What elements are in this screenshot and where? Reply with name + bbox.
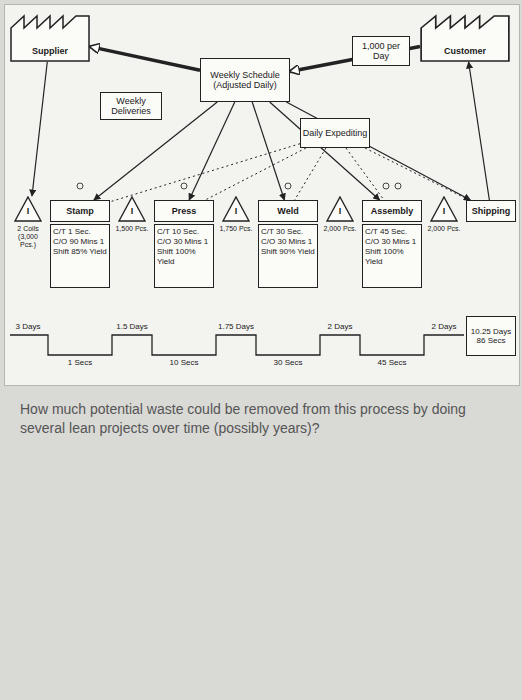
question-text: How much potential waste could be remove… xyxy=(20,400,500,438)
data-box: C/T 10 Sec. C/O 30 Mins 1 Shift 100% Yie… xyxy=(154,224,214,288)
total-box: 10.25 Days86 Secs xyxy=(466,316,516,356)
process-box: Press xyxy=(154,200,214,222)
customer-factory: Customer xyxy=(420,14,510,62)
inventory-triangle: I 1,750 Pcs. xyxy=(218,196,254,266)
connector xyxy=(205,148,306,200)
data-box: C/T 45 Sec. C/O 30 Mins 1 Shift 100% Yie… xyxy=(362,224,422,288)
process-box: Weld xyxy=(258,200,318,222)
node-text: 2,000 Pcs. xyxy=(322,225,358,233)
connector xyxy=(365,148,469,200)
timeline-label: 1.75 Days xyxy=(218,322,254,331)
expediting-box: Daily Expediting xyxy=(300,118,370,148)
connector xyxy=(189,102,235,200)
timeline-label: 2 Days xyxy=(328,322,353,331)
node-text: I xyxy=(322,207,358,215)
node-text: Weekly Schedule (Adjusted Daily) xyxy=(201,70,289,90)
node-text: Weld xyxy=(277,206,298,216)
node-text: I xyxy=(114,207,150,215)
node-text: 1,750 Pcs. xyxy=(218,225,254,233)
timeline-label: 1.5 Days xyxy=(116,322,148,331)
schedule-box: Weekly Schedule (Adjusted Daily) xyxy=(200,58,290,102)
delivery-box: Weekly Deliveries xyxy=(100,92,162,120)
node-text: Assembly xyxy=(371,206,414,216)
timeline-label: 30 Secs xyxy=(274,358,303,367)
inventory-triangle: I 1,500 Pcs. xyxy=(114,196,150,266)
operator-icons xyxy=(77,183,401,189)
data-box: C/T 30 Sec. C/O 30 Mins 1 Shift 90% Yiel… xyxy=(258,224,318,288)
timeline-label: 3 Days xyxy=(16,322,41,331)
node-text: 2,000 Pcs. xyxy=(426,225,462,233)
connector xyxy=(252,102,284,200)
process-box: Stamp xyxy=(50,200,110,222)
connector xyxy=(270,102,380,200)
data-box: C/T 1 Sec. C/O 90 Mins 1 Shift 85% Yield xyxy=(50,224,110,288)
node-text: Supplier xyxy=(10,46,90,56)
supplier-factory: Supplier xyxy=(10,14,90,62)
connector xyxy=(90,47,200,71)
node-text: Press xyxy=(172,206,197,216)
node-text: Weekly Deliveries xyxy=(101,96,161,116)
connector xyxy=(32,62,47,196)
node-text: 86 Secs xyxy=(477,336,506,345)
node-text: Stamp xyxy=(66,206,94,216)
demand-box: 1,000 per Day xyxy=(352,36,410,66)
node-text: I xyxy=(10,207,46,215)
node-text: I xyxy=(426,207,462,215)
inventory-triangle: I 2 Coils (3,000 Pcs.) xyxy=(10,196,46,266)
process-box: Shipping xyxy=(466,200,516,222)
node-text: C/T 30 Sec. C/O 30 Mins 1 Shift 90% Yiel… xyxy=(261,227,315,257)
node-text: 2 Coils (3,000 Pcs.) xyxy=(10,225,46,249)
node-text: 10.25 Days xyxy=(471,327,511,336)
node-text: C/T 10 Sec. C/O 30 Mins 1 Shift 100% Yie… xyxy=(157,227,211,267)
node-text: 1,000 per Day xyxy=(353,41,409,61)
process-box: Assembly xyxy=(362,200,422,222)
node-text: C/T 45 Sec. C/O 30 Mins 1 Shift 100% Yie… xyxy=(365,227,419,267)
inventory-triangle: I 2,000 Pcs. xyxy=(426,196,462,266)
node-text: I xyxy=(218,207,254,215)
connector xyxy=(286,102,470,200)
connector xyxy=(346,148,384,200)
connector xyxy=(295,148,326,200)
inventory-triangle: I 2,000 Pcs. xyxy=(322,196,358,266)
node-text: Daily Expediting xyxy=(303,128,368,138)
timeline xyxy=(10,335,464,355)
node-text: Customer xyxy=(420,46,510,56)
node-text: C/T 1 Sec. C/O 90 Mins 1 Shift 85% Yield xyxy=(53,227,107,257)
connector xyxy=(469,62,490,200)
timeline-label: 1 Secs xyxy=(68,358,92,367)
connector xyxy=(110,144,300,202)
timeline-label: 2 Days xyxy=(432,322,457,331)
timeline-label: 10 Secs xyxy=(170,358,199,367)
node-text: 1,500 Pcs. xyxy=(114,225,150,233)
timeline-label: 45 Secs xyxy=(378,358,407,367)
node-text: Shipping xyxy=(472,206,511,216)
